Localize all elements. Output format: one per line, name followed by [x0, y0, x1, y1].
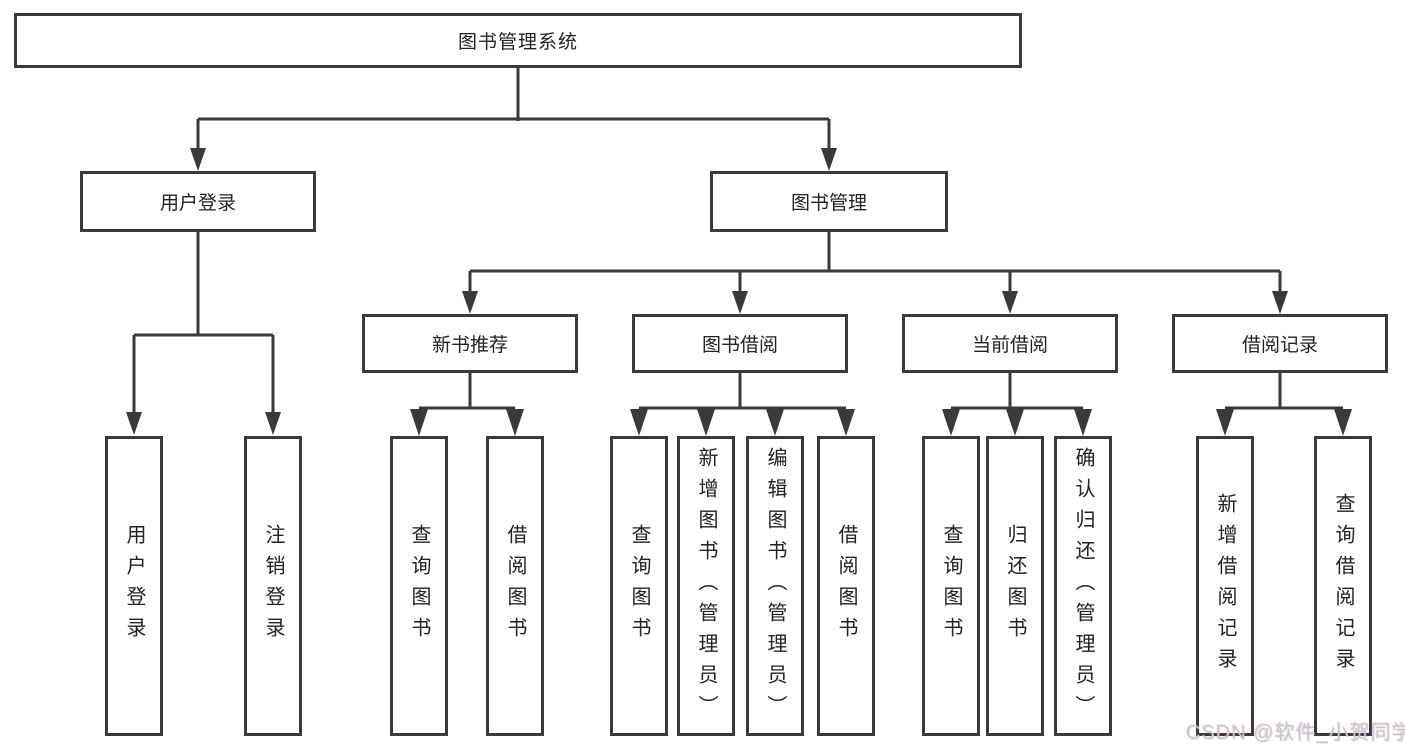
leaf-label: 编辑图书（管理员）	[764, 446, 786, 726]
leaf-query-books-current: 查询图书	[922, 436, 980, 736]
node-user-login: 用户登录	[80, 171, 316, 232]
leaf-user-login: 用户登录	[105, 436, 163, 736]
node-label: 图书管理系统	[457, 32, 578, 53]
leaf-label: 查询图书	[628, 524, 650, 648]
leaf-borrow-books-recommend: 借阅图书	[486, 436, 544, 736]
leaf-label: 查询图书	[940, 524, 962, 648]
node-label: 新书推荐	[431, 335, 508, 356]
leaf-edit-book-admin: 编辑图书（管理员）	[746, 436, 804, 736]
node-library-management-system: 图书管理系统	[14, 13, 1022, 68]
node-borrow-records: 借阅记录	[1172, 314, 1388, 373]
leaf-label: 确认归还（管理员）	[1072, 446, 1094, 726]
node-book-borrow: 图书借阅	[632, 314, 848, 373]
leaf-label: 新增图书（管理员）	[695, 446, 717, 726]
leaf-confirm-return-admin: 确认归还（管理员）	[1054, 436, 1112, 736]
leaf-label: 查询借阅记录	[1332, 493, 1354, 679]
leaf-borrow-books: 借阅图书	[817, 436, 875, 736]
leaf-label: 用户登录	[123, 524, 145, 648]
node-label: 图书借阅	[701, 335, 778, 356]
watermark: CSDN @软件_小贺同学	[1186, 722, 1405, 744]
leaf-label: 新增借阅记录	[1214, 493, 1236, 679]
leaf-query-books-recommend: 查询图书	[390, 436, 448, 736]
node-new-book-recommend: 新书推荐	[362, 314, 578, 373]
node-label: 借阅记录	[1241, 335, 1318, 356]
leaf-label: 借阅图书	[504, 524, 526, 648]
leaf-query-books-borrow: 查询图书	[610, 436, 668, 736]
leaf-label: 查询图书	[408, 524, 430, 648]
leaf-label: 注销登录	[262, 524, 284, 648]
leaf-label: 借阅图书	[835, 524, 857, 648]
node-label: 用户登录	[159, 193, 236, 214]
node-label: 图书管理	[790, 193, 867, 214]
leaf-query-borrow-record: 查询借阅记录	[1314, 436, 1372, 736]
node-current-borrow: 当前借阅	[902, 314, 1118, 373]
leaf-return-books: 归还图书	[986, 436, 1044, 736]
leaf-add-book-admin: 新增图书（管理员）	[677, 436, 735, 736]
node-book-management: 图书管理	[710, 171, 948, 232]
leaf-logout: 注销登录	[244, 436, 302, 736]
leaf-add-borrow-record: 新增借阅记录	[1196, 436, 1254, 736]
leaf-label: 归还图书	[1004, 524, 1026, 648]
node-label: 当前借阅	[971, 335, 1048, 356]
